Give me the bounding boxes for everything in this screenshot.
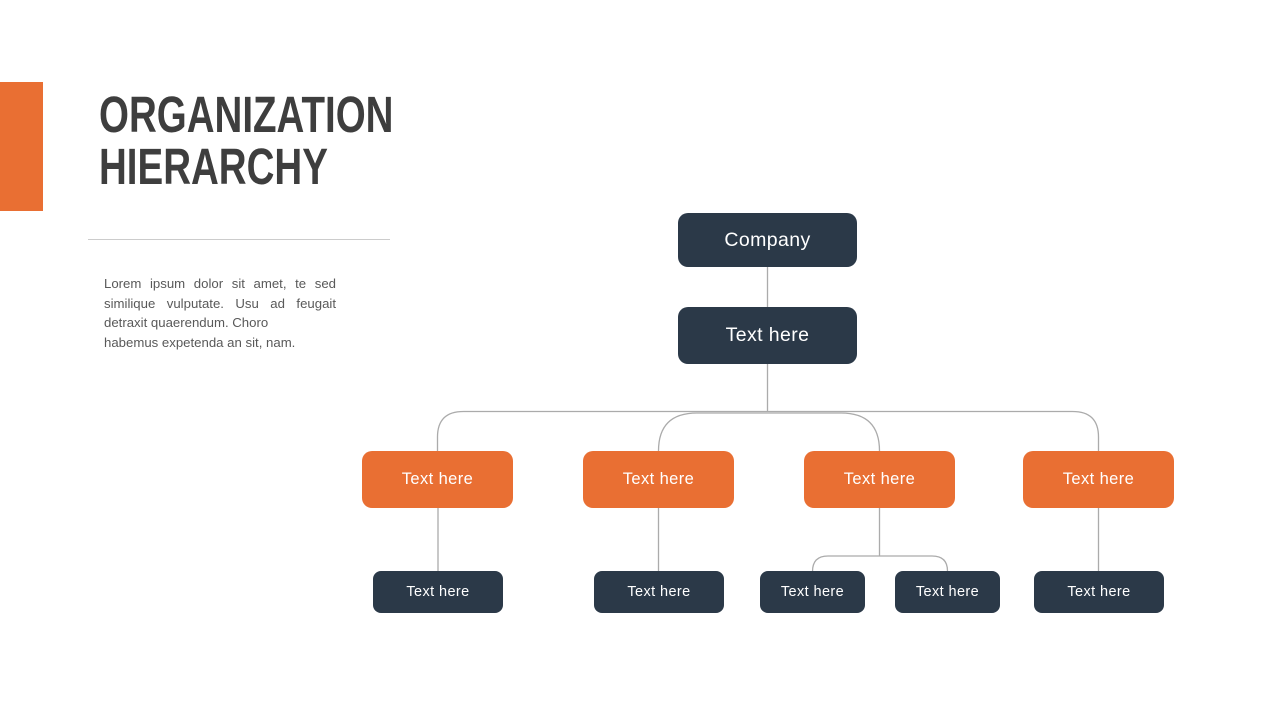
title-divider bbox=[88, 239, 390, 240]
intro-paragraph: Lorem ipsum dolor sit amet, te sed simil… bbox=[104, 274, 336, 352]
page-title: ORGANIZATION HIERARCHY bbox=[99, 89, 393, 193]
paragraph-line: similique vulputate. Usu ad feugait bbox=[104, 295, 336, 311]
paragraph-line: Lorem ipsum dolor sit amet, te sed bbox=[104, 276, 336, 291]
node-label: Text here bbox=[627, 584, 691, 600]
node-label: Text here bbox=[843, 470, 916, 488]
node-label: Text here bbox=[406, 584, 470, 600]
node-label: Text here bbox=[725, 324, 810, 346]
node-branch-4-child[interactable]: Text here bbox=[1034, 571, 1164, 613]
connector-branch3-children bbox=[811, 555, 949, 572]
node-label: Text here bbox=[401, 470, 474, 488]
node-manager[interactable]: Text here bbox=[678, 307, 857, 364]
node-branch-3-child-2[interactable]: Text here bbox=[895, 571, 1000, 613]
node-label: Text here bbox=[1062, 470, 1135, 488]
node-label: Company bbox=[724, 228, 811, 251]
node-label: Text here bbox=[915, 584, 980, 600]
node-label: Text here bbox=[780, 584, 845, 600]
node-branch-2-child[interactable]: Text here bbox=[594, 571, 724, 613]
connector-outer-branches bbox=[436, 410, 1100, 451]
accent-bar bbox=[0, 82, 43, 211]
title-line-2: HIERARCHY bbox=[99, 138, 328, 195]
node-branch-2[interactable]: Text here bbox=[583, 451, 734, 508]
paragraph-line: habemus expetenda an sit, nam. bbox=[104, 334, 296, 350]
node-label: Text here bbox=[1067, 584, 1131, 600]
paragraph-line: detraxit quaerendum. Choro bbox=[104, 315, 269, 330]
node-branch-1-child[interactable]: Text here bbox=[373, 571, 503, 613]
title-line-1: ORGANIZATION bbox=[99, 86, 394, 143]
node-branch-4[interactable]: Text here bbox=[1023, 451, 1174, 508]
node-branch-1[interactable]: Text here bbox=[362, 451, 513, 508]
connector-inner-branches bbox=[657, 412, 881, 452]
node-company[interactable]: Company bbox=[678, 213, 857, 267]
node-branch-3[interactable]: Text here bbox=[804, 451, 955, 508]
node-branch-3-child-1[interactable]: Text here bbox=[760, 571, 865, 613]
node-label: Text here bbox=[622, 470, 695, 488]
